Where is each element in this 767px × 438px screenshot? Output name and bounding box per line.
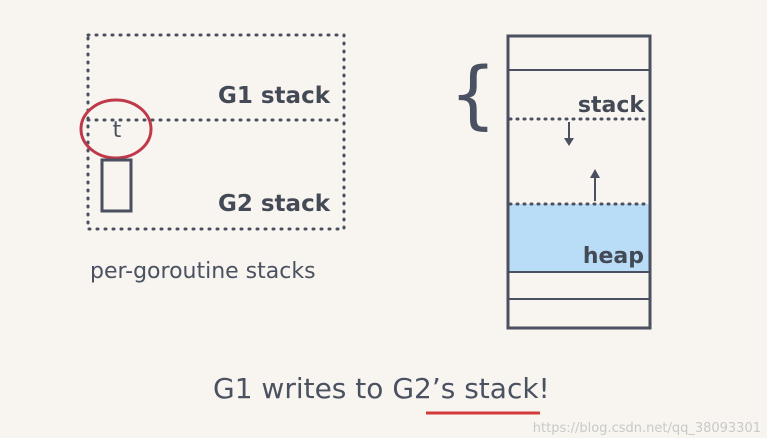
stacks-dotted-box <box>86 33 346 231</box>
heap-grows-up-arrow-icon <box>590 169 600 201</box>
g1-stack-label: G1 stack <box>218 83 331 109</box>
footer-text-part3: ! <box>539 372 550 405</box>
memory-layout-panel: { stack heap <box>449 34 652 330</box>
stack-grows-down-arrow-icon <box>564 122 574 146</box>
pointer-t-label: t <box>113 118 122 143</box>
footer-statement: G1 writes to G2’s stack! <box>213 372 550 405</box>
footer-text-part2: G2’s stack <box>392 372 539 405</box>
g2-stack-slot <box>100 158 133 213</box>
per-goroutine-caption: per-goroutine stacks <box>90 259 316 284</box>
goroutine-stacks-panel: G1 stack G2 stack t per-goroutine stacks <box>79 33 346 284</box>
g2-stack-label: G2 stack <box>218 191 331 217</box>
heap-label: heap <box>583 244 644 269</box>
stack-label: stack <box>578 93 645 118</box>
heap-region <box>508 204 650 272</box>
curly-brace-icon: { <box>449 52 496 138</box>
watermark-text: https://blog.csdn.net/qq_38093301 <box>533 421 761 436</box>
footer-text-part1: G1 writes to <box>213 372 392 405</box>
highlight-circle <box>79 98 153 160</box>
memory-column <box>506 34 652 330</box>
